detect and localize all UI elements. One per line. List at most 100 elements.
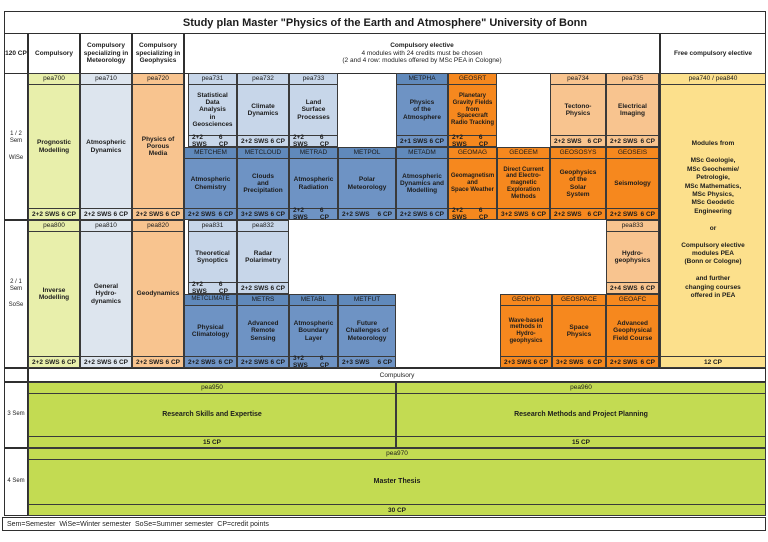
module-code: GEOSRT <box>449 74 496 85</box>
module-code: METPHA <box>397 74 447 85</box>
module-cp: 6 CP <box>218 281 228 295</box>
module-code: GEOEEM <box>498 148 549 159</box>
module-credits: 12 CP <box>661 356 765 367</box>
module-code: pea810 <box>81 221 131 232</box>
module-sws: 2+2 SWS <box>293 207 308 221</box>
module-code: pea734 <box>551 74 605 85</box>
module-code: pea970 <box>29 449 765 460</box>
module-title: Master Thesis <box>373 478 421 486</box>
module-title: Atmospheric Boundary Layer <box>293 320 334 342</box>
module-code: pea833 <box>607 221 658 232</box>
module-code: METCLIMATE <box>185 295 236 306</box>
module-code: pea710 <box>81 74 131 85</box>
module-cp: 6 CP <box>478 134 488 148</box>
module-title: Research Skills and Expertise <box>162 411 262 419</box>
module-cp: 6 CP <box>640 137 655 145</box>
header-geophysics: Compulsory specializing in Geophysics <box>132 33 184 74</box>
module-code: pea732 <box>238 74 288 85</box>
module-code: GEOSOSYS <box>551 148 605 159</box>
module-cp: 6 CP <box>587 358 602 366</box>
module-cp: 6 CP <box>218 134 228 148</box>
module-cp: 6 CP <box>218 358 233 366</box>
module-cp: 6 CP <box>165 358 180 366</box>
header-total-cp: 120 CP <box>4 33 28 74</box>
module-sws: 3+2 SWS <box>556 358 584 366</box>
module-cp: 15 CP <box>202 438 222 446</box>
module-code: METRAD <box>290 148 337 159</box>
module-cp: 6 CP <box>531 210 546 218</box>
module-cp: 6 CP <box>319 355 329 369</box>
module-title: Tectono- Physics <box>564 102 592 117</box>
module-code: pea740 / pea840 <box>661 74 765 85</box>
module-title: Climate Dynamics <box>247 102 279 117</box>
module-title: Geomagnetism and Space Weather <box>450 173 495 193</box>
module-sws: 2+2 SWS <box>610 358 638 366</box>
module-title: Radar Polarimetry <box>245 249 281 264</box>
module-cp: 6 CP <box>640 284 655 292</box>
module-sws: 2+2 SWS <box>84 210 112 218</box>
module-code: METABL <box>290 295 337 306</box>
module-cp: 6 CP <box>165 210 180 218</box>
module-cp: 6 CP <box>270 284 285 292</box>
module-cp: 6 CP <box>587 210 602 218</box>
module-sws: 2+2 SWS <box>610 137 638 145</box>
module-sws: 2+2 SWS <box>241 137 269 145</box>
semester-label-spacer <box>4 368 28 382</box>
module-code: pea720 <box>133 74 183 85</box>
module-cp: 6 CP <box>270 137 285 145</box>
module-sws: 2+2 SWS <box>32 210 60 218</box>
module-geososys: GEOSOSYS Geophysics of the Solar System … <box>550 147 606 220</box>
module-code: pea731 <box>189 74 236 85</box>
module-geoeem: GEOEEM Direct Current and Electro- magne… <box>497 147 550 220</box>
module-sws: 2+4 SWS <box>610 284 638 292</box>
module-code: pea960 <box>397 383 765 394</box>
module-title: Atmospheric Dynamics <box>86 139 126 154</box>
module-sws: 2+2 SWS <box>136 358 164 366</box>
module-code: METADM <box>397 148 447 159</box>
module-code: pea831 <box>189 221 236 232</box>
module-title: Wave-based methods in Hydro- geophysics <box>508 317 544 344</box>
module-title: Geodynamics <box>136 290 180 298</box>
module-code: GEOHYD <box>501 295 551 306</box>
semester-row3-text: 3 Sem <box>7 411 25 418</box>
module-title: Inverse Modelling <box>38 286 70 301</box>
module-pea970: pea970 Master Thesis 30 CP <box>28 448 766 516</box>
module-metfut: METFUT Future Challenges of Meteorology … <box>338 294 396 368</box>
module-sws: 2+3 SWS <box>342 358 370 366</box>
module-title: Hydro- geophysics <box>614 249 651 264</box>
module-cp: 6 CP <box>377 210 392 218</box>
elective-header-line1: Compulsory elective <box>390 42 454 50</box>
module-sws: 2+2 SWS <box>32 358 60 366</box>
module-code: GEOAFC <box>607 295 658 306</box>
module-cp: 6 CP <box>61 358 76 366</box>
elective-header-line3: (2 and 4 row: modules offered by MSc PEA… <box>342 57 502 65</box>
module-pea731: pea731 Statistical Data Analysis in Geos… <box>188 73 237 148</box>
module-code: GEOSPACE <box>553 295 605 306</box>
module-title: Atmospheric Dynamics and Modelling <box>399 172 445 195</box>
free-elective-text: Modules from MSc Geologie, MSc Geochemie… <box>681 140 745 300</box>
module-title: Seismology <box>614 179 651 187</box>
module-sws: 2+2 SWS <box>188 210 216 218</box>
module-free-elective: pea740 / pea840 Modules from MSc Geologi… <box>660 73 766 368</box>
module-title: Physics of the Atmosphere <box>403 99 441 121</box>
module-pea960: pea960 Research Methods and Project Plan… <box>396 382 766 448</box>
module-code: METCHEM <box>185 148 236 159</box>
module-geomag: GEOMAG Geomagnetism and Space Weather 2+… <box>448 147 497 221</box>
